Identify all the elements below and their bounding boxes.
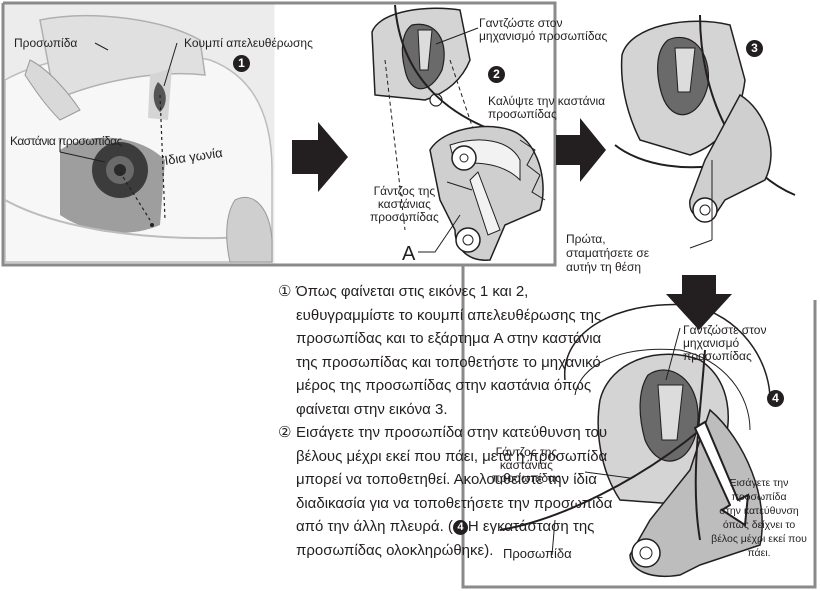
cover-ratchet-label: Καλύψτε την καστάνια προσωπίδας (488, 95, 605, 121)
hook-mechanism-label-1: Γαντζώστε στον μηχανισμό προσωπίδας (479, 17, 607, 43)
step-badge-3: 3 (746, 40, 763, 57)
arrow-right-1 (292, 122, 348, 192)
step-2-marker: ② (278, 421, 296, 445)
release-button-label: Κουμπί απελευθέρωσης (184, 36, 313, 50)
ratchet-hook-label-1: Γάντζος της καστάνιας προσωπίδας (370, 185, 439, 224)
step-badge-2: 2 (488, 66, 505, 83)
step-2-inline-badge: 4 (453, 520, 468, 535)
part-a-label: A (402, 244, 415, 264)
step3-diagram (615, 15, 795, 248)
insert-direction-label: Εισάγετε την προσωπίδα στην κατεύθυνση ό… (705, 476, 813, 560)
visor-ratchet-label: Καστάνια προσωπίδας (10, 134, 122, 148)
step-badge-4: 4 (767, 390, 784, 407)
hook-mechanism-label-2: Γαντζώστε στον μηχανισμό προσωπίδας (683, 324, 766, 363)
step-1-text: Όπως φαίνεται στις εικόνες 1 και 2, ευθυ… (296, 283, 601, 418)
arrow-down (666, 275, 732, 330)
arrow-right-2 (556, 118, 606, 182)
visor-label: Προσωπίδα (14, 36, 77, 50)
step-badge-1: 1 (233, 55, 250, 72)
step-1-marker: ① (278, 280, 296, 304)
first-stop-label: Πρώτα, σταματήσετε σε αυτήν τη θέση (566, 232, 649, 274)
